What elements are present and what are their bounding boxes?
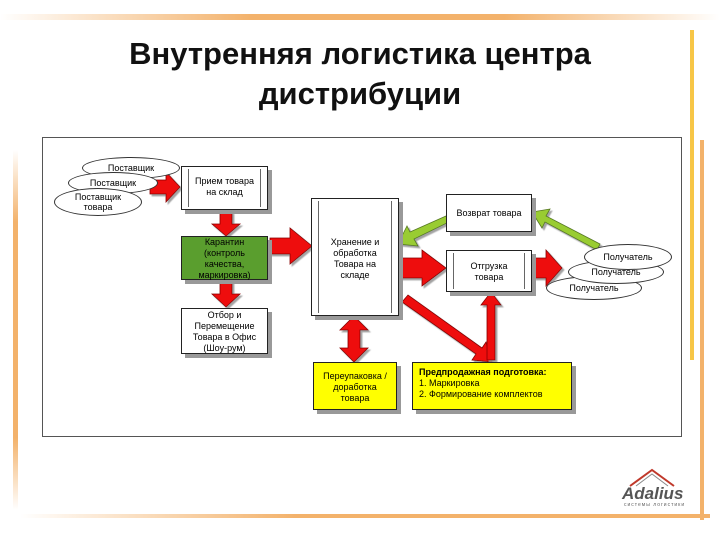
arrow-quarantine-to-storage: [269, 227, 313, 265]
quarantine-box: Карантин (контроль качества, маркировка): [181, 236, 268, 280]
recipient-label-1: Получатель: [603, 252, 653, 262]
title-line-1: Внутренняя логистика центра: [129, 36, 591, 71]
logo-tagline: системы логистики: [624, 502, 686, 508]
arrow-reception-to-quarantine: [210, 211, 242, 237]
repacking-box: Переупаковка /доработка товара: [313, 362, 397, 410]
recipient-label-2: Получатель: [591, 267, 641, 277]
picking-label: Отбор и Перемещение Товара в Офис (Шоу-р…: [192, 310, 257, 353]
decor-right-stripe-2: [700, 140, 704, 520]
title-line-2: дистрибуции: [258, 76, 462, 111]
presale-item-2: 2. Формирование комплектов: [419, 389, 543, 399]
supplier-label-1: Поставщик: [107, 163, 155, 173]
repacking-label: Переупаковка /доработка товара: [323, 371, 387, 403]
arrow-quarantine-to-picking: [210, 279, 242, 308]
arrow-suppliers-to-reception: [149, 170, 181, 204]
logo-name: Adalius: [622, 484, 684, 503]
recipient-ellipse-1: Получатель: [584, 244, 672, 270]
recipient-label-3: Получатель: [569, 283, 619, 293]
returns-label: Возврат товара: [456, 208, 522, 218]
decor-left-stripe: [13, 150, 18, 510]
presale-heading: Предпродажная подготовка:: [419, 367, 547, 377]
picking-box: Отбор и Перемещение Товара в Офис (Шоу-р…: [181, 308, 268, 354]
storage-box: Хранение и обработка Товара на складе: [311, 198, 399, 316]
slide-title: Внутренняя логистика центра дистрибуции: [60, 34, 660, 114]
supplier-label-3: Поставщик товара: [74, 192, 122, 212]
storage-label: Хранение и обработка Товара на складе: [330, 237, 380, 280]
decor-bottom-stripe: [20, 514, 710, 518]
supplier-label-2: Поставщик: [89, 178, 137, 188]
decor-right-stripe: [690, 30, 694, 360]
arrow-storage-to-shipment: [399, 249, 447, 287]
reception-box: Прием товара на склад: [181, 166, 268, 210]
shipment-box: Отгрузка товара: [446, 250, 532, 292]
arrow-shipment-to-recipients: [533, 248, 563, 288]
supplier-ellipse-3: Поставщик товара: [54, 188, 142, 216]
presale-item-1: 1. Маркировка: [419, 378, 480, 388]
arrow-storage-to-presale: [401, 294, 493, 363]
presale-box: Предпродажная подготовка: 1. Маркировка …: [412, 362, 572, 410]
returns-box: Возврат товара: [446, 194, 532, 232]
shipment-label: Отгрузка товара: [470, 261, 508, 282]
reception-label: Прием товара на склад: [195, 176, 254, 197]
arrow-returns-to-storage: [397, 215, 450, 247]
decor-top-stripe: [0, 14, 720, 20]
arrow-storage-repacking-double: [339, 315, 369, 363]
arrow-presale-to-shipment: [480, 291, 502, 361]
arrow-recipients-to-returns: [531, 208, 601, 251]
adalius-logo-icon: [629, 468, 675, 487]
quarantine-label: Карантин (контроль качества, маркировка): [198, 237, 251, 280]
